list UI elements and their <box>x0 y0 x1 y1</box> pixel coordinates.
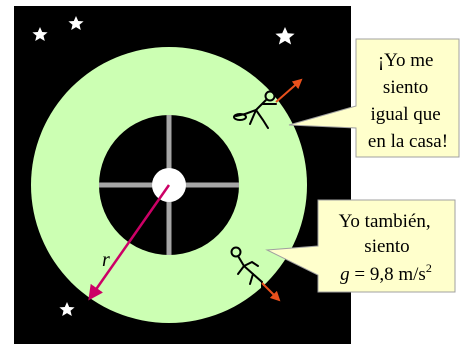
astronaut-icon <box>233 90 277 129</box>
callout-top-line: en la casa! <box>368 131 448 152</box>
callout-bottom-line2: siento <box>364 236 409 257</box>
radius-arrow <box>88 184 171 301</box>
star-icon <box>275 27 295 45</box>
callout-top-bubble <box>288 38 460 158</box>
astronaut-icon <box>230 246 263 291</box>
gravity-value: g = 9,8 m/s2 <box>340 261 432 285</box>
radius-label: r <box>102 249 110 271</box>
stars <box>32 16 295 316</box>
star-icon <box>32 27 48 42</box>
callout-bottom-line1: Yo también, <box>339 211 431 232</box>
force-arrow-bottom <box>261 282 281 302</box>
force-arrow-top <box>275 78 303 103</box>
callout-top-line: ¡Yo me <box>378 50 434 71</box>
callout-bottom-text: Yo también, siento <box>339 211 436 257</box>
star-icon <box>68 16 84 30</box>
callout-top-text: ¡Yo me siento igual que en la casa! <box>368 50 448 152</box>
gravity-exponent: 2 <box>426 261 432 275</box>
star-icon <box>59 302 75 316</box>
gravity-number: = 9,8 m/s <box>350 264 426 285</box>
callout-bottom-bubble <box>265 199 456 293</box>
gravity-symbol: g <box>340 264 350 285</box>
callout-top-line: siento <box>383 77 428 98</box>
callout-top-line: igual que <box>371 104 441 125</box>
